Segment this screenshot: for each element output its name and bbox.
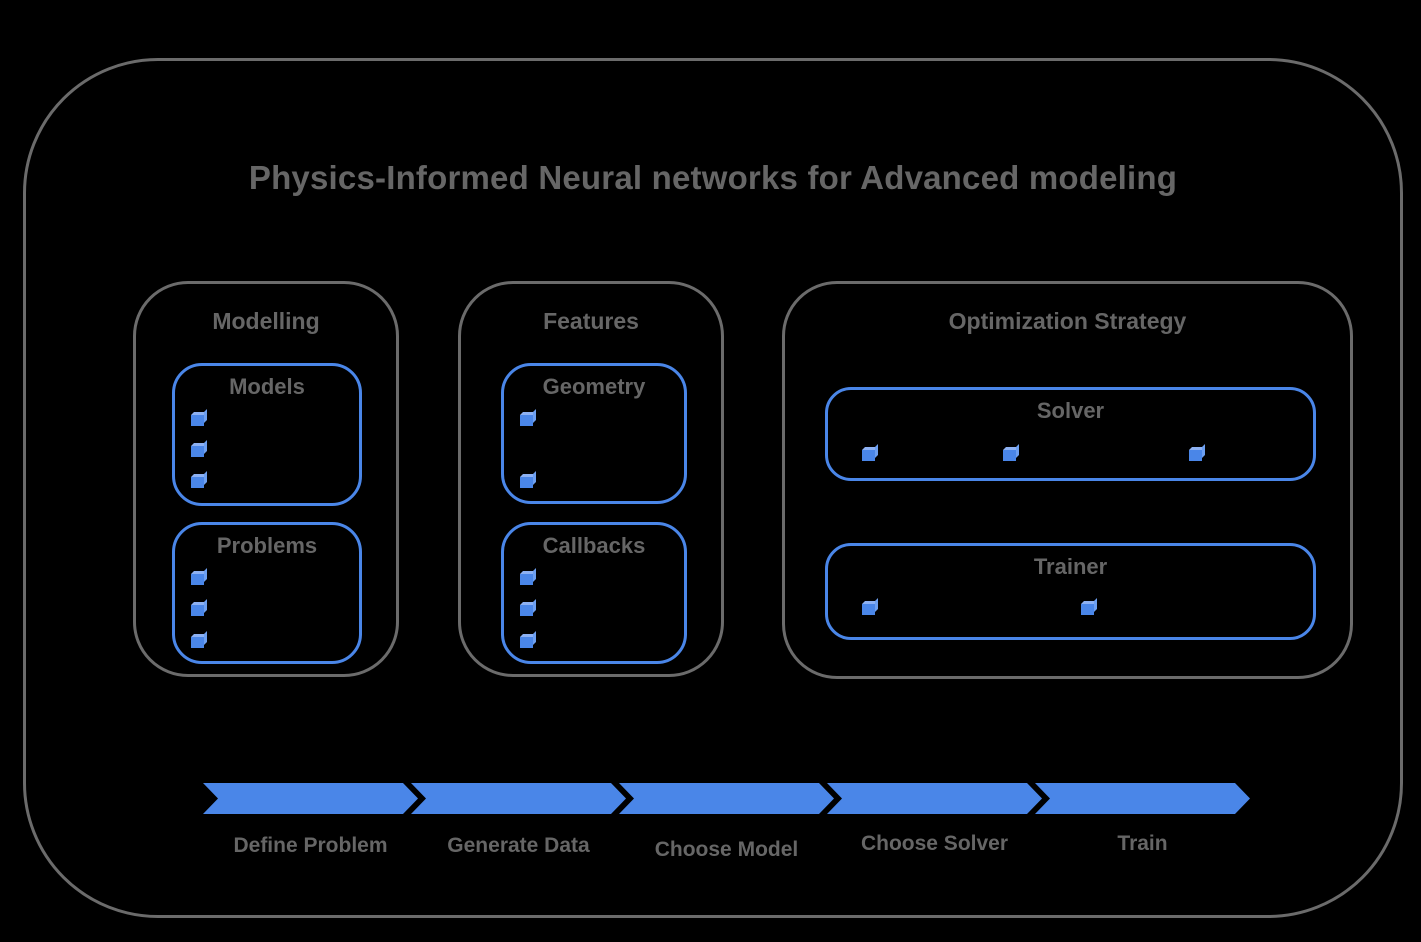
- cube-bullet-icon: [520, 415, 533, 426]
- section-features: Features Geometry Callbacks: [458, 281, 724, 677]
- card-models: Models: [172, 363, 362, 506]
- card-trainer: Trainer: [825, 543, 1316, 640]
- cube-bullet-icon: [862, 604, 875, 615]
- flow-step-label-generate-data: Generate Data: [447, 834, 590, 857]
- card-geometry-bullet-list: [504, 366, 684, 501]
- card-problems: Problems: [172, 522, 362, 664]
- page-title: Physics-Informed Neural networks for Adv…: [248, 159, 1178, 196]
- flow-step-label-choose-solver: Choose Solver: [860, 832, 1009, 855]
- flow-arrow-segment-1: [203, 783, 418, 814]
- card-problems-bullet-list: [175, 525, 359, 661]
- section-features-title: Features: [543, 308, 639, 334]
- cube-bullet-icon: [520, 605, 533, 616]
- card-trainer-bullet-list: [828, 546, 1313, 637]
- card-geometry: Geometry: [501, 363, 687, 504]
- card-geometry-title: Geometry: [542, 374, 646, 399]
- section-modelling-title: Modelling: [212, 308, 320, 334]
- card-solver-title: Solver: [1036, 398, 1105, 423]
- card-callbacks: Callbacks: [501, 522, 687, 664]
- cube-bullet-icon: [191, 477, 204, 488]
- card-problems-title: Problems: [216, 533, 318, 558]
- cube-bullet-icon: [191, 605, 204, 616]
- card-callbacks-title: Callbacks: [542, 533, 646, 558]
- card-callbacks-bullet-list: [504, 525, 684, 661]
- cube-bullet-icon: [520, 477, 533, 488]
- cube-bullet-icon: [1081, 604, 1094, 615]
- flow-arrow-segment-5: [1035, 783, 1250, 814]
- cube-bullet-icon: [1189, 450, 1202, 461]
- flow-step-label-define-problem: Define Problem: [233, 834, 388, 857]
- cube-bullet-icon: [520, 637, 533, 648]
- cube-bullet-icon: [862, 450, 875, 461]
- outer-frame: Physics-Informed Neural networks for Adv…: [23, 58, 1403, 918]
- cube-bullet-icon: [1003, 450, 1016, 461]
- cube-bullet-icon: [520, 574, 533, 585]
- flow-arrow-segment-2: [411, 783, 626, 814]
- flow-step-label-train: Train: [1117, 832, 1168, 855]
- section-optimization-strategy-title: Optimization Strategy: [948, 308, 1187, 334]
- flow-arrow-segment-4: [827, 783, 1042, 814]
- card-solver-bullet-list: [828, 390, 1313, 478]
- flow-arrow-segment-3: [619, 783, 834, 814]
- section-optimization-strategy: Optimization Strategy Solver Trainer: [782, 281, 1353, 679]
- cube-bullet-icon: [191, 446, 204, 457]
- card-models-title: Models: [229, 374, 305, 399]
- card-models-bullet-list: [175, 366, 359, 503]
- card-solver: Solver: [825, 387, 1316, 481]
- card-trainer-title: Trainer: [1033, 554, 1108, 579]
- cube-bullet-icon: [191, 415, 204, 426]
- cube-bullet-icon: [191, 574, 204, 585]
- section-modelling: Modelling Models Problems: [133, 281, 399, 677]
- flow-step-label-choose-model: Choose Model: [654, 838, 799, 861]
- cube-bullet-icon: [191, 637, 204, 648]
